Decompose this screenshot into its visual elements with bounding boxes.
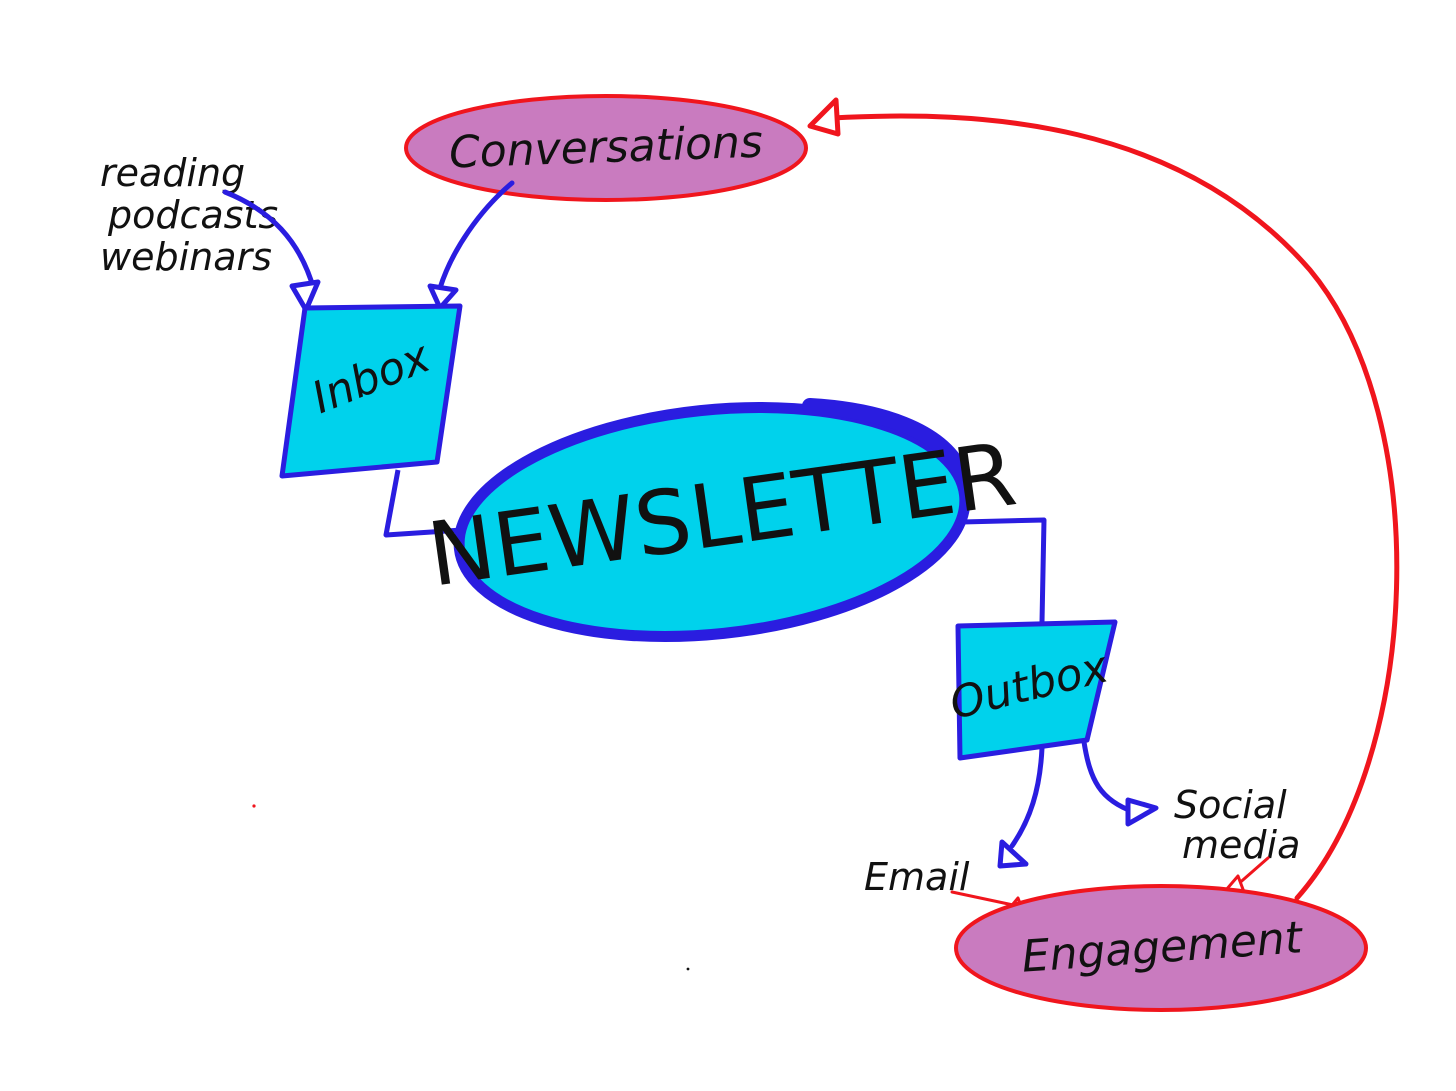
source-podcasts: podcasts <box>107 193 278 237</box>
engagement-to-conversations-arc <box>829 113 1400 901</box>
sources-arrowhead <box>289 279 321 313</box>
email-to-engagement-arrow <box>950 890 1020 908</box>
inbox-to-newsletter-connector <box>383 469 463 538</box>
conversations-to-inbox-arrow <box>437 180 515 291</box>
social-media-label-line2: media <box>1182 823 1300 867</box>
source-webinars: webinars <box>100 235 272 279</box>
conversations-label: Conversations <box>448 117 763 179</box>
newsletter-to-outbox-connector <box>961 517 1047 623</box>
newsletter-thick-stroke <box>802 398 968 478</box>
newsletter-node <box>453 401 971 643</box>
outbox-to-social-arrow <box>1081 739 1137 815</box>
engagement-node <box>954 884 1368 1012</box>
conversations-node <box>404 94 808 202</box>
social-arrowhead <box>1125 797 1159 827</box>
social-media-label-line1: Social <box>1174 783 1287 827</box>
email-arrowhead <box>997 839 1029 869</box>
source-reading: reading <box>100 151 245 195</box>
outbox-node <box>955 619 1118 761</box>
stray-dot-red <box>252 804 256 808</box>
outbox-to-email-arrow <box>1009 745 1045 849</box>
inbox-node <box>279 303 463 479</box>
conversations-inbox-arrowhead <box>427 283 459 311</box>
stray-dot-black <box>686 967 690 971</box>
conversations-arrowhead <box>807 97 841 137</box>
sources-to-inbox-arrow <box>222 189 317 293</box>
